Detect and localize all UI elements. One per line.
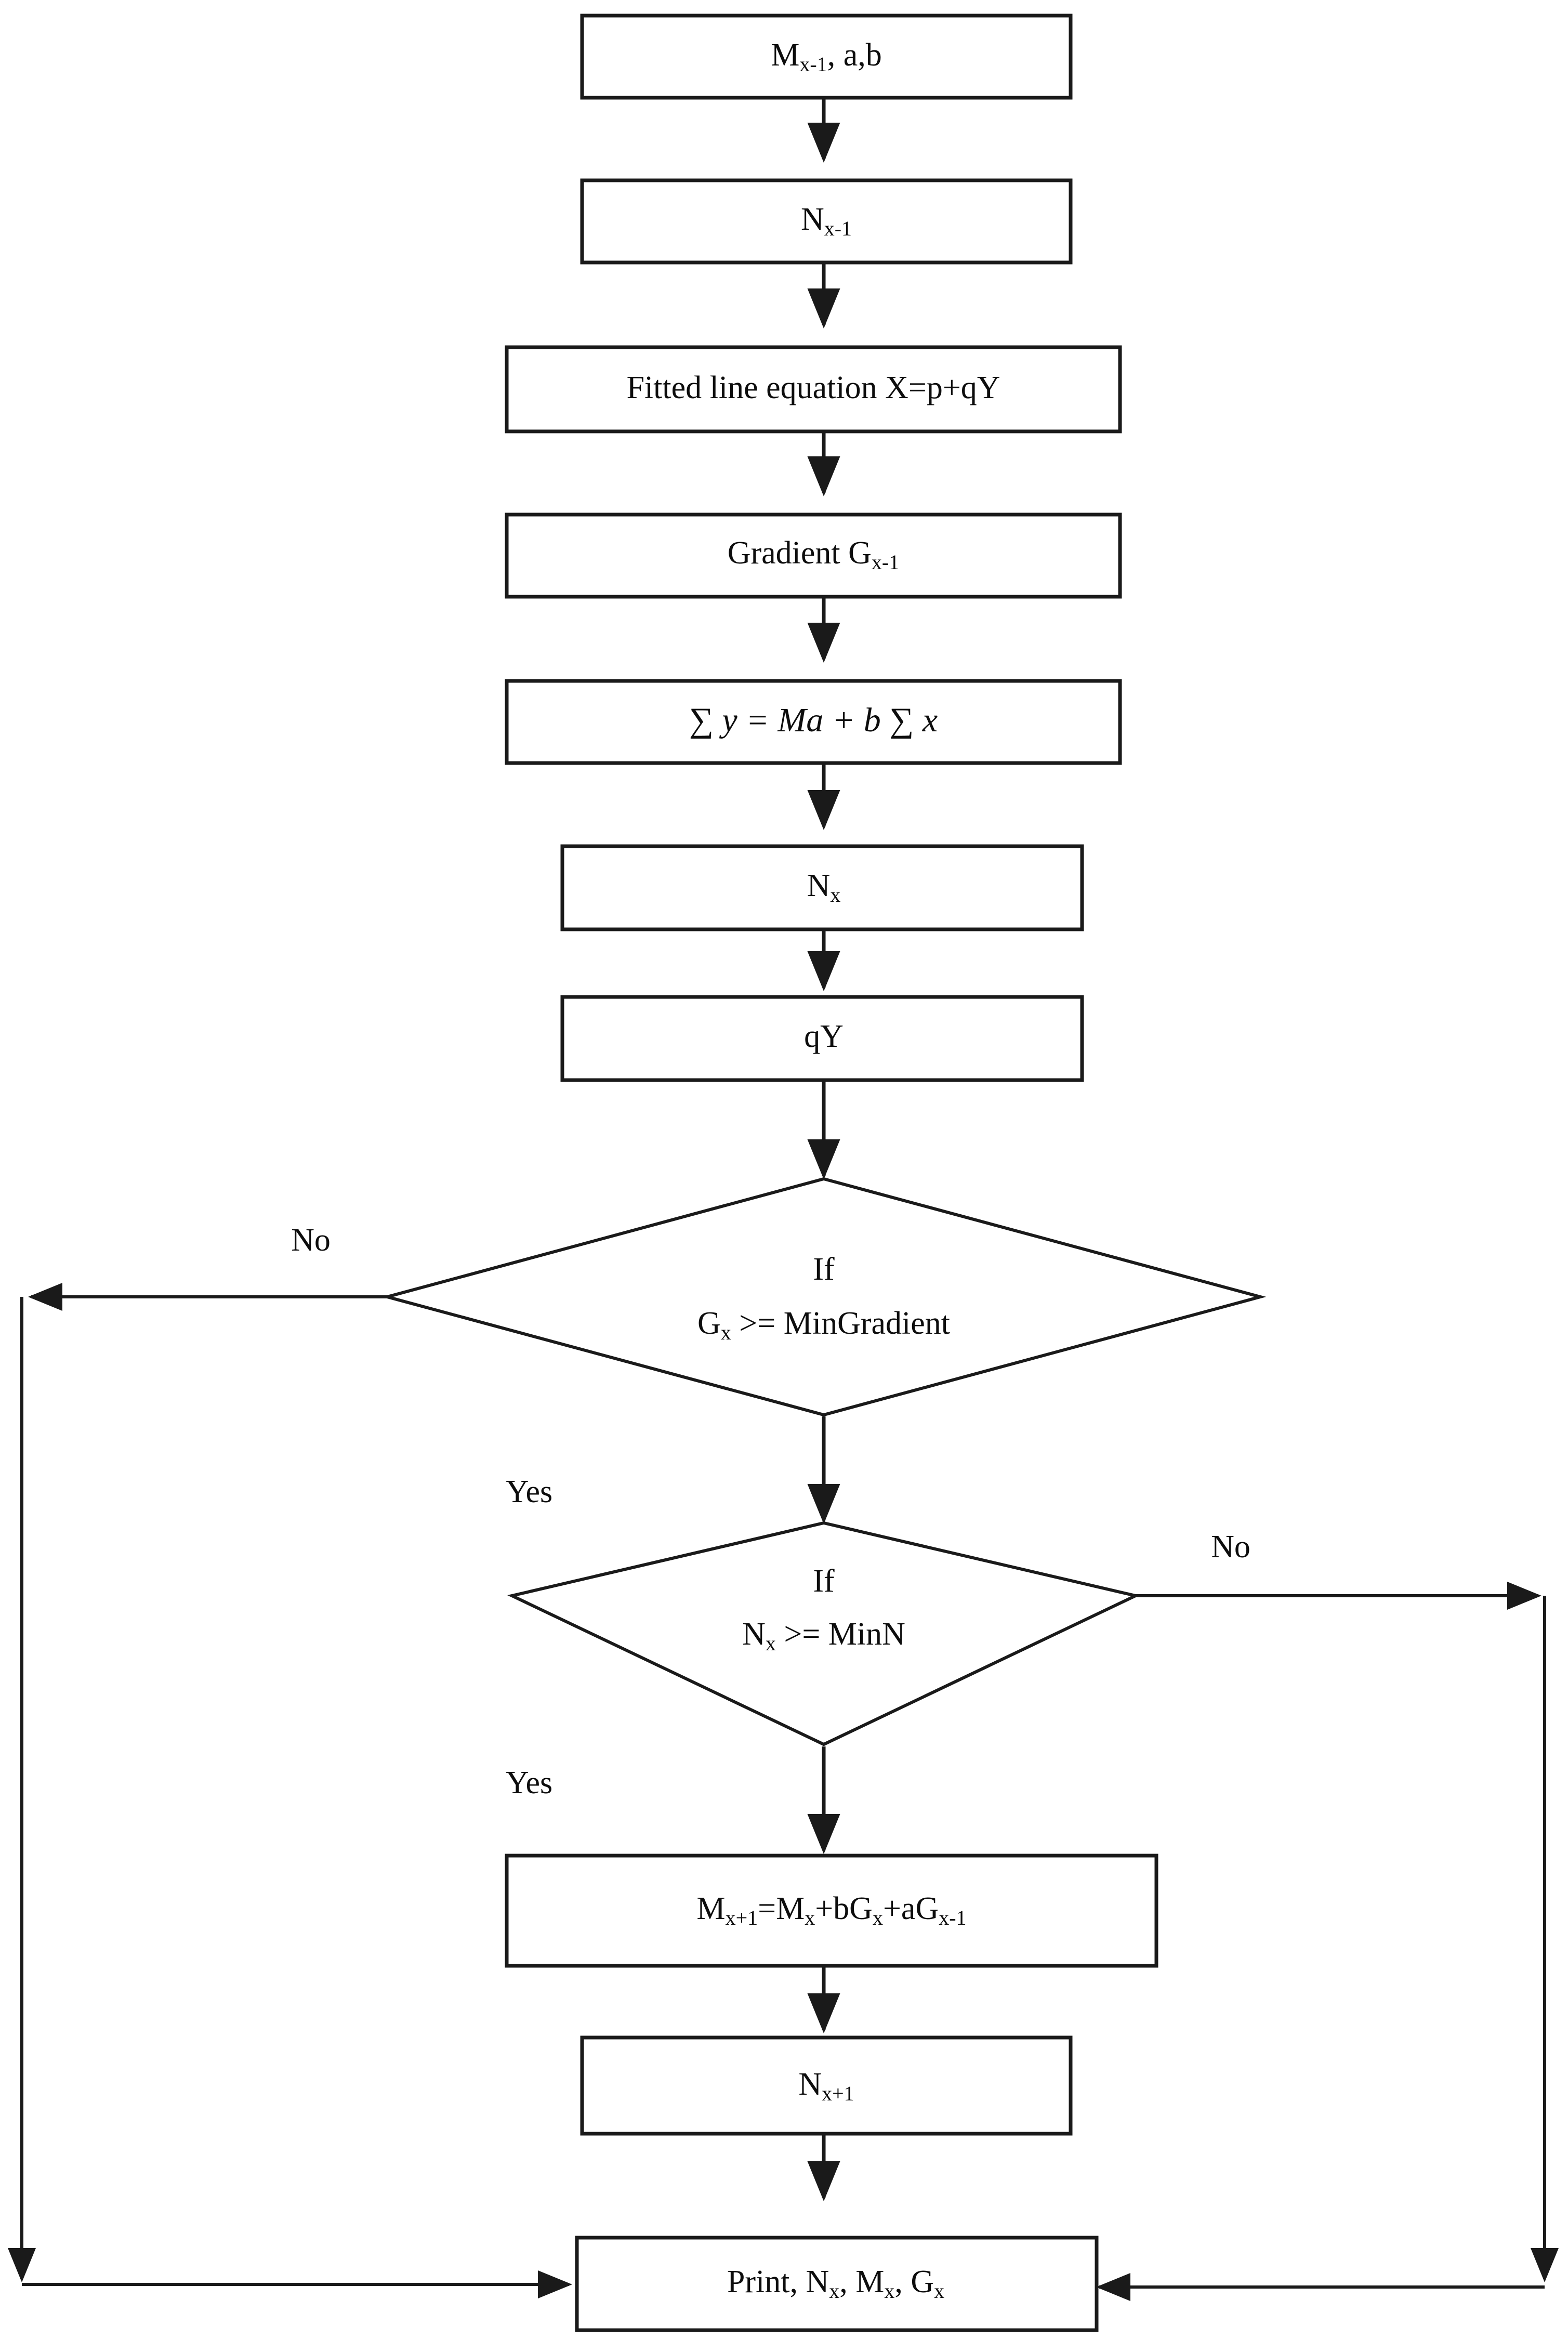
branch-label-yes-first: Yes xyxy=(506,1474,552,1509)
node-box-9-label: Nx+1 xyxy=(798,2067,854,2105)
node-box-5[interactable]: ∑ y = Ma + b ∑ x xyxy=(505,679,1122,765)
node-box-4[interactable]: Gradient Gx-1 xyxy=(505,513,1122,599)
node-box-7[interactable]: qY xyxy=(560,995,1084,1082)
node-box-2-label: Nx-1 xyxy=(801,202,852,240)
node-decision-2-shape[interactable] xyxy=(507,1521,1141,1746)
node-box-1[interactable]: Mx-1, a,b xyxy=(580,14,1073,100)
node-box-6-shape[interactable] xyxy=(560,844,1084,931)
node-box-7-shape[interactable] xyxy=(560,995,1084,1082)
node-box-7-label: qY xyxy=(804,1019,844,1054)
node-box-9[interactable]: Nx+1 xyxy=(580,2035,1073,2136)
node-box-6[interactable]: Nx xyxy=(560,844,1084,931)
node-decision-2-line1: If xyxy=(813,1563,835,1599)
node-box-4-label: Gradient Gx-1 xyxy=(728,535,900,574)
node-box-8-label: Mx+1=Mx+bGx+aGx-1 xyxy=(696,1891,966,1929)
node-box-5-shape[interactable] xyxy=(505,679,1122,765)
node-decision-1-shape[interactable] xyxy=(381,1177,1267,1417)
node-box-10-label: Print, Nx, Mx, Gx xyxy=(727,2264,944,2303)
node-decision-1[interactable]: If Gx >= MinGradient xyxy=(381,1177,1267,1417)
node-box-6-label: Nx xyxy=(807,868,841,906)
node-box-4-shape[interactable] xyxy=(505,513,1122,599)
node-decision-2[interactable]: If Nx >= MinN xyxy=(507,1521,1141,1746)
node-box-10[interactable]: Print, Nx, Mx, Gx xyxy=(575,2236,1099,2332)
node-box-8-shape[interactable] xyxy=(505,1854,1158,1968)
branch-label-no-right: No xyxy=(1211,1529,1250,1565)
node-box-1-label: Mx-1, a,b xyxy=(771,37,882,76)
node-box-3[interactable]: Fitted line equation X=p+qY xyxy=(505,345,1122,433)
node-decision-1-line2: Gx >= MinGradient xyxy=(697,1306,950,1344)
node-decision-1-line1: If xyxy=(813,1252,835,1287)
node-box-10-shape[interactable] xyxy=(575,2236,1099,2332)
node-box-8[interactable]: Mx+1=Mx+bGx+aGx-1 xyxy=(505,1854,1158,1968)
node-box-5-label: ∑ y = Ma + b ∑ x xyxy=(689,701,938,739)
node-box-3-label: Fitted line equation X=p+qY xyxy=(626,370,1000,405)
node-decision-2-line2: Nx >= MinN xyxy=(742,1617,905,1655)
node-box-9-shape[interactable] xyxy=(580,2035,1073,2136)
node-box-2[interactable]: Nx-1 xyxy=(580,178,1073,265)
branch-label-yes-second: Yes xyxy=(506,1765,552,1801)
edge-layer xyxy=(8,98,1559,2301)
node-box-3-shape[interactable] xyxy=(505,345,1122,433)
node-box-1-shape[interactable] xyxy=(580,14,1073,100)
node-box-2-shape[interactable] xyxy=(580,178,1073,265)
branch-label-no-left: No xyxy=(291,1223,331,1258)
branch-label-layer: No Yes No Yes xyxy=(291,1223,1250,1801)
